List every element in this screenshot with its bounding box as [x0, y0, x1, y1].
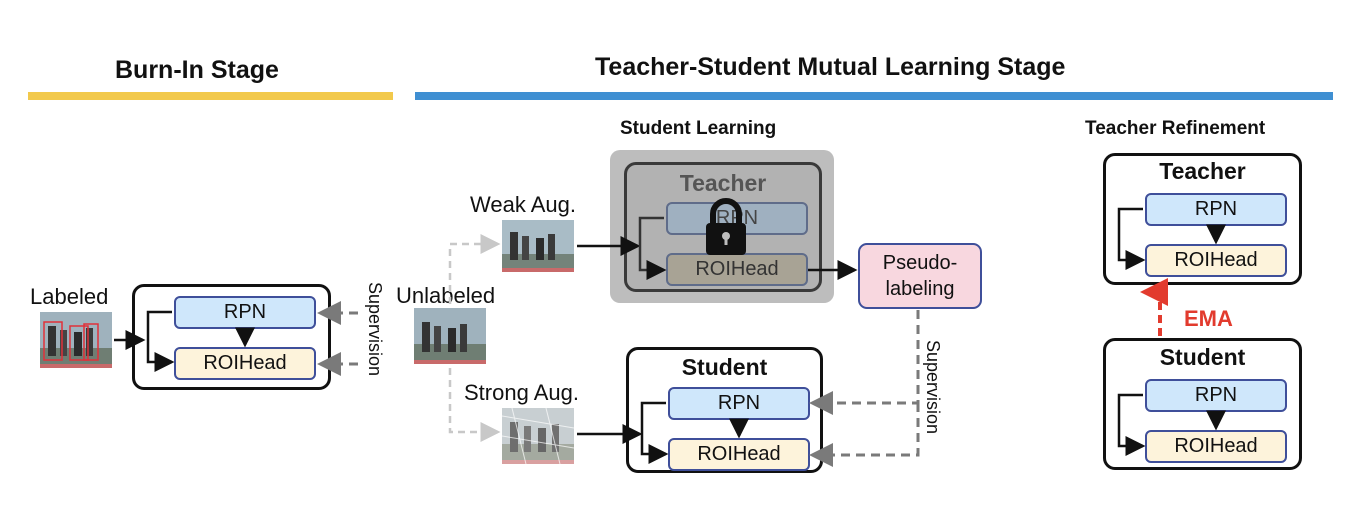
mutual-learning-stage-title: Teacher-Student Mutual Learning Stage	[595, 53, 1066, 81]
labeled-label: Labeled	[30, 284, 109, 309]
ema-label: EMA	[1184, 306, 1233, 331]
pseudo-labeling-line2: labeling	[885, 278, 955, 300]
strong-aug-image-thumbnail	[502, 408, 574, 464]
labeled-image-thumbnail	[40, 312, 112, 368]
pseudo-labeling-box: Pseudo- labeling	[858, 243, 982, 309]
burn-in-roihead-module: ROIHead	[174, 347, 316, 380]
photo-thumbnail-icon	[502, 220, 574, 272]
burn-in-stage-title: Burn-In Stage	[115, 56, 279, 84]
refined-teacher-roihead-module: ROIHead	[1145, 244, 1287, 277]
burn-in-connectors	[114, 310, 255, 372]
burn-in-supervision-label: Supervision	[365, 282, 385, 377]
learning-connectors	[577, 216, 858, 464]
burn-in-supervision-arrows	[317, 301, 358, 376]
refinement-connectors	[1117, 207, 1226, 456]
weak-aug-label: Weak Aug.	[470, 192, 576, 217]
frozen-teacher-name: Teacher	[679, 170, 767, 196]
refinement-student-name: Student	[1159, 344, 1246, 370]
refined-teacher-name: Teacher	[1159, 158, 1246, 184]
photo-thumbnail-icon	[414, 308, 486, 364]
burn-in-rpn-module: RPN	[174, 296, 316, 329]
weak-aug-image-thumbnail	[502, 220, 574, 272]
teacher-refinement-title: Teacher Refinement	[1085, 118, 1266, 139]
student-learning-title: Student Learning	[620, 118, 777, 139]
student-learning-name: Student	[681, 354, 768, 380]
unlabeled-image-thumbnail	[414, 308, 486, 364]
augmentation-branches	[448, 234, 501, 442]
pseudo-labeling-line1: Pseudo-	[882, 252, 958, 274]
pseudo-supervision-label: Supervision	[923, 340, 943, 435]
strong-aug-label: Strong Aug.	[464, 380, 579, 405]
frozen-teacher-roihead-module: ROIHead	[666, 253, 808, 286]
student-learning-roihead-module: ROIHead	[668, 438, 810, 471]
mutual-learning-stage-bar	[415, 92, 1333, 100]
photo-thumbnail-icon	[502, 408, 574, 464]
lock-icon	[704, 195, 748, 257]
refinement-student-roihead-module: ROIHead	[1145, 430, 1287, 463]
unlabeled-label: Unlabeled	[396, 283, 496, 308]
pseudo-supervision-arrows	[809, 310, 920, 467]
photo-thumbnail-icon	[40, 312, 112, 368]
burn-in-stage-bar	[28, 92, 393, 100]
